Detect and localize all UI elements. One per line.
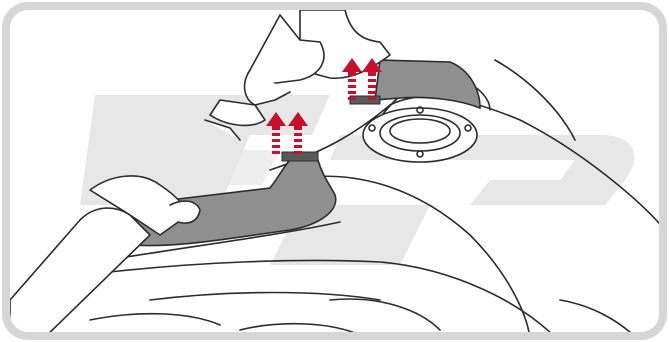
fuel-cap: [363, 107, 477, 162]
